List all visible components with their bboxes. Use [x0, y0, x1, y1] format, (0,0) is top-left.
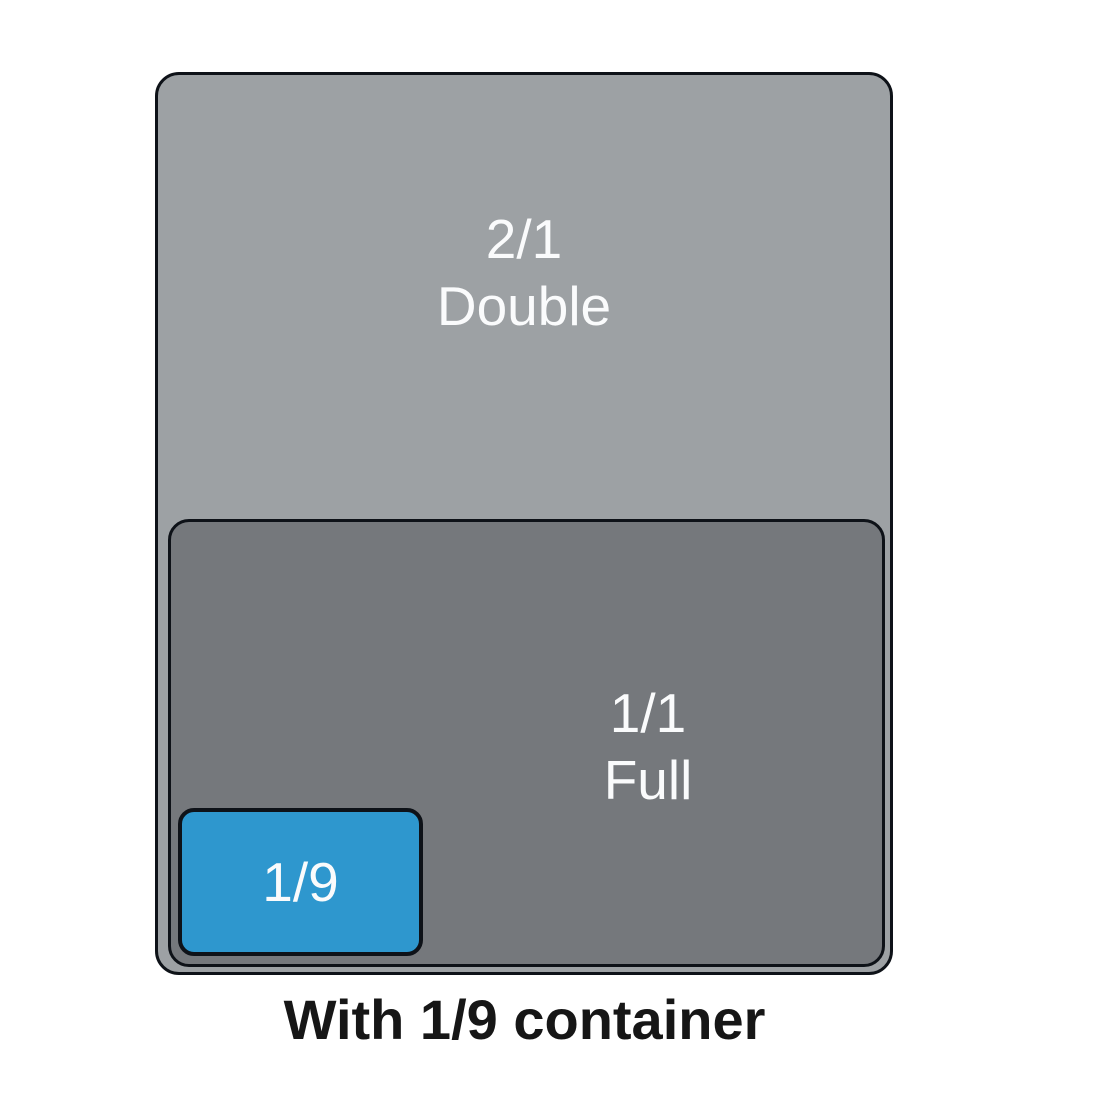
pan-1-1-size-text: 1/1 — [609, 682, 687, 744]
pan-2-1-size-text: 2/1 — [485, 208, 563, 270]
pan-1-9-size-text: 1/9 — [262, 850, 339, 913]
diagram-caption: With 1/9 container — [283, 988, 766, 1051]
pan-2-1-name-text: Double — [436, 275, 612, 337]
pan-1-1-full: 1/1 Full 1/9 — [168, 519, 885, 967]
pan-2-1-label: 2/1 Double — [158, 206, 890, 340]
pan-1-1-name-text: Full — [603, 749, 693, 811]
pan-1-9: 1/9 — [178, 808, 423, 956]
pan-2-1-double: 2/1 Double 1/1 Full 1/9 — [155, 72, 893, 975]
pan-1-1-label: 1/1 Full — [604, 680, 693, 814]
